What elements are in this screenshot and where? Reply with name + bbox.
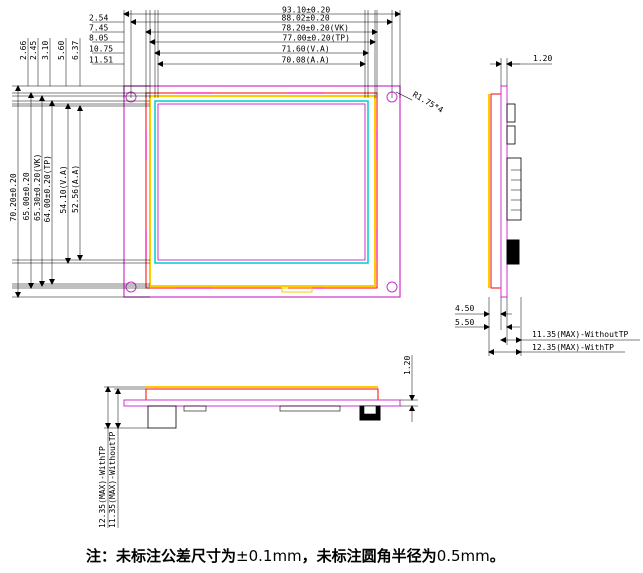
note-part1: 注：未标注公差尺寸为 — [86, 547, 237, 565]
corner-radius-label: R1.75*4 — [411, 90, 445, 115]
touch-panel-outline — [149, 95, 376, 287]
v-dim-label-5: 52.56(A.A) — [71, 165, 80, 213]
v-dim-label-2: 65.30±0.20(VK) — [33, 154, 42, 221]
v-offset-label-4: 6.37 — [71, 41, 80, 60]
h-offset-label-4: 11.51 — [89, 56, 113, 65]
mount-hole-br — [386, 281, 398, 293]
note-value2: 0.5mm — [436, 547, 490, 565]
side-top-dim: 1.20 — [533, 54, 552, 63]
tolerance-note: 注：未标注公差尺寸为±0.1mm，未标注圆角半径为0.5mm。 — [86, 545, 505, 566]
v-dim-label-1: 65.00±0.20 — [22, 172, 31, 220]
h-offset-label-3: 10.75 — [89, 45, 113, 54]
bezel-outline — [145, 92, 378, 289]
pcb-outline — [123, 85, 401, 298]
note-value1: ±0.1mm — [236, 547, 302, 565]
side-offset-a: 4.50 — [455, 304, 474, 313]
v-dim-label-4: 54.10(V.A) — [59, 165, 68, 213]
v-offset-label-2: 3.10 — [41, 41, 50, 60]
v-dim-label-3: 64.00±0.20(TP) — [43, 155, 52, 222]
h-dim-label-2: 78.20±0.20(VK) — [282, 24, 349, 33]
note-part2: ，未标注圆角半径为 — [301, 547, 437, 565]
h-offset-label-2: 8.05 — [89, 34, 108, 43]
side-thickness-with-tp: 12.35(MAX)-WithTP — [532, 343, 614, 352]
v-offset-label-3: 5.60 — [57, 41, 66, 60]
front-view: R1.75*4 93.10±0.2088.02±0.2078.20±0.20(V… — [9, 6, 445, 298]
active-area — [157, 103, 366, 261]
h-dim-label-5: 70.08(A.A) — [282, 56, 330, 65]
bottom-thickness-without-tp: 11.35(MAX)-WithoutTP — [108, 431, 117, 528]
side-offset-b: 5.50 — [455, 318, 474, 327]
h-dim-label-4: 71.60(V.A) — [282, 45, 330, 54]
side-thickness-without-tp: 11.35(MAX)-WithoutTP — [532, 330, 629, 339]
h-dim-label-3: 77.00±0.20(TP) — [283, 34, 350, 43]
h-dim-label-1: 88.02±0.20 — [282, 14, 330, 23]
bottom-right-dim: 1.20 — [403, 356, 412, 375]
note-end: 。 — [489, 547, 505, 565]
h-offset-label-0: 2.54 — [89, 14, 108, 23]
v-offset-label-1: 2.45 — [29, 41, 38, 60]
side-view: 1.20 4.50 5.50 11.35(MAX)-WithoutTP 12.3… — [455, 54, 640, 356]
v-dim-label-0: 70.20±0.20 — [9, 173, 18, 221]
h-dim-label-0: 93.10±0.20 — [282, 6, 330, 15]
bottom-view: 12.35(MAX)-WithTP 11.35(MAX)-WithoutTP 1… — [98, 355, 418, 528]
viewing-area — [154, 100, 369, 264]
mount-hole-bl — [125, 281, 137, 293]
h-offset-label-1: 7.45 — [89, 24, 108, 33]
v-offset-label-0: 2.66 — [19, 41, 28, 60]
bottom-thickness-with-tp: 12.35(MAX)-WithTP — [98, 446, 107, 528]
